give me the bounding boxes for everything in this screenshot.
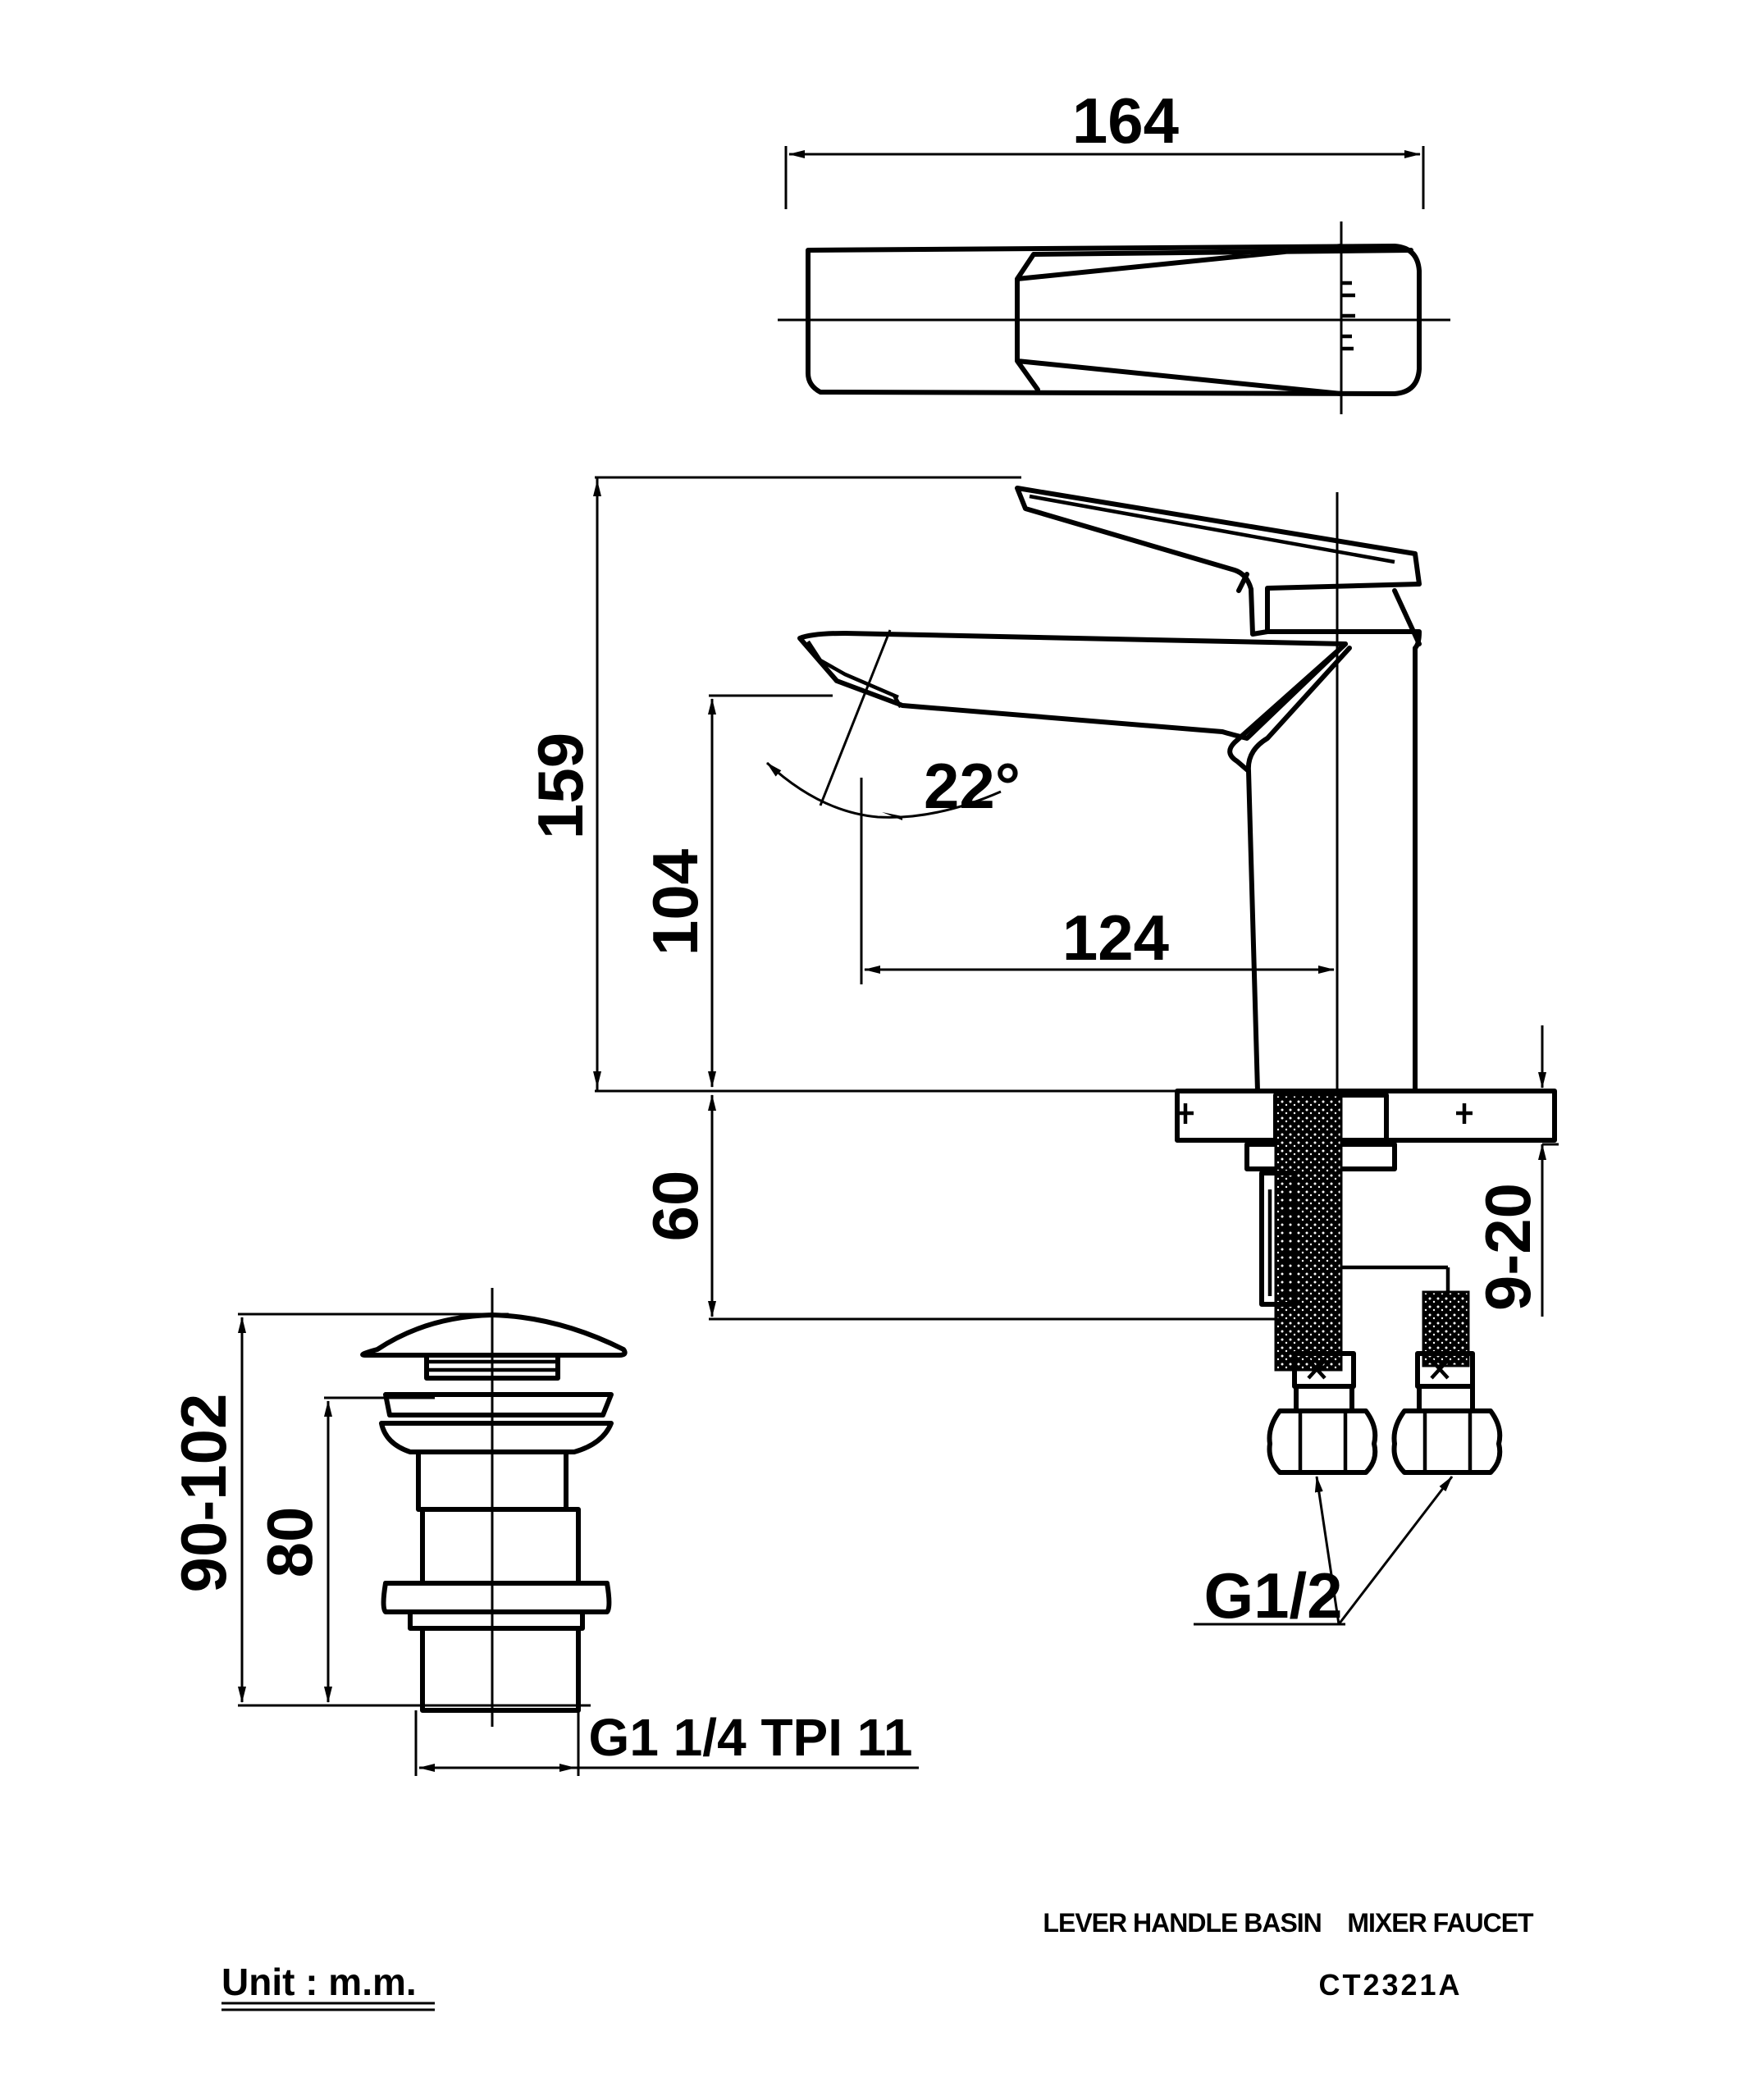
popup-waste: 90-102 80 G1 1/4 TPI 11 — [167, 1288, 919, 1776]
inlet-thread-label: G1/2 — [1203, 1559, 1342, 1632]
deck-plate — [1175, 1089, 1557, 1143]
dim-90-102-label: 90-102 — [167, 1394, 240, 1593]
product-name: LEVER HANDLE BASIN MIXER FAUCET — [1043, 1908, 1534, 1938]
popup-cap — [360, 1312, 628, 1358]
angle-arc-22 — [765, 761, 1002, 819]
side-view: 159 104 124 22° — [524, 476, 1559, 1632]
dim-124-label: 124 — [1062, 902, 1169, 974]
angle-22-label: 22° — [924, 750, 1021, 822]
notes: Unit : m.m. LEVER HANDLE BASIN MIXER FAU… — [221, 1908, 1535, 2011]
dim-60-label: 60 — [639, 1171, 711, 1242]
popup-body — [420, 1507, 581, 1586]
model-number: CT2321A — [1318, 1968, 1462, 2002]
hex-nut-left — [1267, 1408, 1378, 1475]
hex-nut-right — [1391, 1408, 1503, 1475]
popup-thread-label: G1 1/4 TPI 11 — [589, 1708, 913, 1767]
popup-tailpiece — [420, 1626, 581, 1713]
popup-flange — [381, 1581, 612, 1614]
unit-label: Unit : m.m. — [221, 1961, 417, 2003]
dim-80-label: 80 — [253, 1507, 326, 1578]
dim-164-label: 164 — [1072, 84, 1179, 157]
dim-159-label: 159 — [524, 733, 596, 839]
faucet-body — [1245, 629, 1422, 1093]
dim-9-20-label: 9-20 — [1472, 1183, 1544, 1311]
top-view: 164 — [778, 84, 1450, 414]
dim-104-label: 104 — [639, 849, 711, 956]
lever-handle — [1015, 486, 1422, 637]
